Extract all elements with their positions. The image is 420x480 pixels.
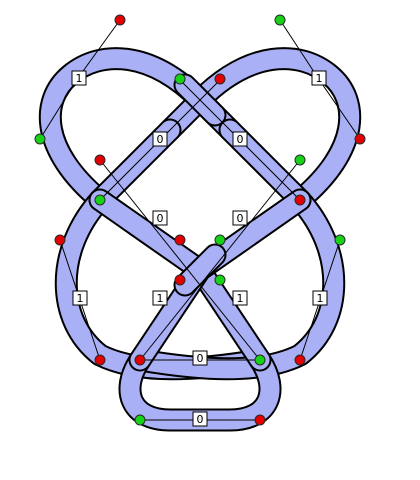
edge-label-upper-right[interactable]: 0 bbox=[232, 131, 248, 147]
edge-label-top-right[interactable]: 1 bbox=[311, 70, 327, 86]
control-point-red[interactable] bbox=[254, 414, 266, 426]
svg-text:0: 0 bbox=[157, 133, 164, 146]
svg-text:0: 0 bbox=[197, 352, 204, 365]
control-point-green[interactable] bbox=[274, 14, 286, 26]
control-point-red[interactable] bbox=[134, 354, 146, 366]
edge-label-side-left[interactable]: 1 bbox=[72, 290, 88, 306]
edge-label-inner-left[interactable]: 1 bbox=[152, 290, 168, 306]
edge-label-middle-right[interactable]: 0 bbox=[232, 210, 248, 226]
control-point-green[interactable] bbox=[214, 234, 226, 246]
control-point-green[interactable] bbox=[94, 194, 106, 206]
svg-text:1: 1 bbox=[316, 72, 323, 85]
svg-text:0: 0 bbox=[237, 133, 244, 146]
band-right-lobe[interactable] bbox=[158, 47, 362, 212]
edge-label-top-left[interactable]: 1 bbox=[71, 70, 87, 86]
edge-label-upper-left[interactable]: 0 bbox=[152, 131, 168, 147]
edge-labels: 1 1 0 0 0 0 1 1 bbox=[71, 70, 328, 427]
svg-text:1: 1 bbox=[237, 292, 244, 305]
svg-text:0: 0 bbox=[197, 413, 204, 426]
control-point-green[interactable] bbox=[134, 414, 146, 426]
knot-band bbox=[38, 47, 362, 432]
control-point-green[interactable] bbox=[214, 274, 226, 286]
control-point-red[interactable] bbox=[54, 234, 66, 246]
control-point-green[interactable] bbox=[294, 154, 306, 166]
control-point-red[interactable] bbox=[174, 274, 186, 286]
control-point-green[interactable] bbox=[334, 234, 346, 246]
band-left-lobe[interactable] bbox=[38, 47, 242, 212]
control-point-red[interactable] bbox=[174, 234, 186, 246]
svg-text:0: 0 bbox=[157, 212, 164, 225]
edge-label-lower-center[interactable]: 0 bbox=[192, 350, 208, 366]
connector-diag-4 bbox=[139, 159, 301, 361]
svg-text:1: 1 bbox=[77, 292, 84, 305]
svg-text:1: 1 bbox=[76, 72, 83, 85]
control-point-red[interactable] bbox=[214, 73, 226, 85]
control-point-green[interactable] bbox=[254, 354, 266, 366]
edge-label-inner-right[interactable]: 1 bbox=[232, 290, 248, 306]
control-point-red[interactable] bbox=[294, 194, 306, 206]
control-point-green[interactable] bbox=[174, 73, 186, 85]
control-point-red[interactable] bbox=[94, 354, 106, 366]
svg-text:1: 1 bbox=[157, 292, 164, 305]
control-point-red[interactable] bbox=[114, 14, 126, 26]
connector-diag-3 bbox=[99, 159, 261, 361]
control-point-red[interactable] bbox=[294, 354, 306, 366]
svg-text:1: 1 bbox=[317, 292, 324, 305]
control-point-red[interactable] bbox=[354, 133, 366, 145]
control-points bbox=[34, 14, 366, 426]
control-point-red[interactable] bbox=[94, 154, 106, 166]
edge-label-bottom-center[interactable]: 0 bbox=[192, 411, 208, 427]
edge-label-middle-left[interactable]: 0 bbox=[152, 210, 168, 226]
control-point-green[interactable] bbox=[34, 133, 46, 145]
svg-text:0: 0 bbox=[237, 212, 244, 225]
band-crossing-mid bbox=[173, 243, 227, 297]
edge-label-side-right[interactable]: 1 bbox=[312, 290, 328, 306]
